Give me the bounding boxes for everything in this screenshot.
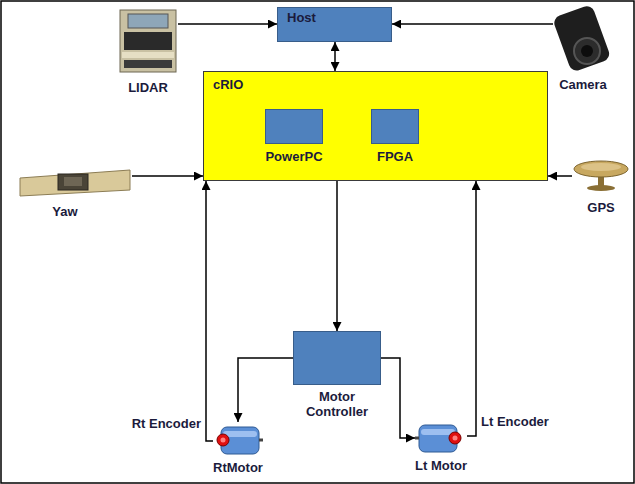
motor-icon: Lt EncoderLt Motor — [415, 420, 467, 457]
node-label: Rt Encoder — [115, 416, 201, 431]
connector-arrow — [548, 175, 572, 177]
node-label: Lt Motor — [406, 458, 476, 473]
node-label: Yaw — [40, 204, 90, 219]
connector-arrow — [467, 181, 476, 436]
connector-arrow — [381, 358, 415, 438]
camera-sensor: Camera — [553, 5, 613, 73]
host-box: Host — [277, 7, 392, 42]
processor-box-shape — [265, 109, 323, 144]
yaw-sensor: Yaw — [18, 166, 132, 198]
node-label: LIDAR — [108, 80, 188, 95]
camera-sensor-shape — [553, 5, 613, 73]
connector-arrow — [392, 23, 553, 25]
gps-antenna-shape — [572, 158, 630, 192]
motor-icon: Rt EncoderRtMotor — [213, 422, 263, 459]
connector-arrow — [132, 175, 203, 177]
node-label: Lt Encoder — [481, 414, 567, 429]
gps-antenna: GPS — [572, 158, 630, 192]
controller-box: Motor Controller — [293, 331, 381, 385]
connector-arrow — [206, 181, 213, 441]
connector-arrow — [178, 23, 277, 25]
connector-arrow — [334, 42, 336, 71]
node-label: PowerPC — [254, 149, 334, 164]
crio-box: cRIO PowerPC FPGA — [203, 71, 548, 181]
node-label: GPS — [571, 200, 631, 215]
motor-icon-shape — [415, 420, 467, 457]
processor-box: PowerPC — [265, 109, 323, 144]
node-label: RtMotor — [203, 460, 273, 475]
processor-box: FPGA — [371, 109, 419, 144]
connector-arrow — [336, 181, 338, 331]
controller-box-shape — [293, 331, 381, 385]
connector-arrow — [238, 358, 293, 422]
processor-box-shape — [371, 109, 419, 144]
node-label: Host — [287, 10, 382, 25]
node-label: FPGA — [355, 149, 435, 164]
motor-icon-shape — [213, 422, 263, 459]
lidar-sensor: LIDAR — [118, 8, 178, 74]
node-label: Camera — [543, 77, 623, 92]
node-label: cRIO — [213, 77, 293, 92]
lidar-sensor-shape — [118, 8, 178, 74]
yaw-sensor-shape — [18, 166, 132, 198]
node-label: Motor Controller — [287, 389, 387, 419]
